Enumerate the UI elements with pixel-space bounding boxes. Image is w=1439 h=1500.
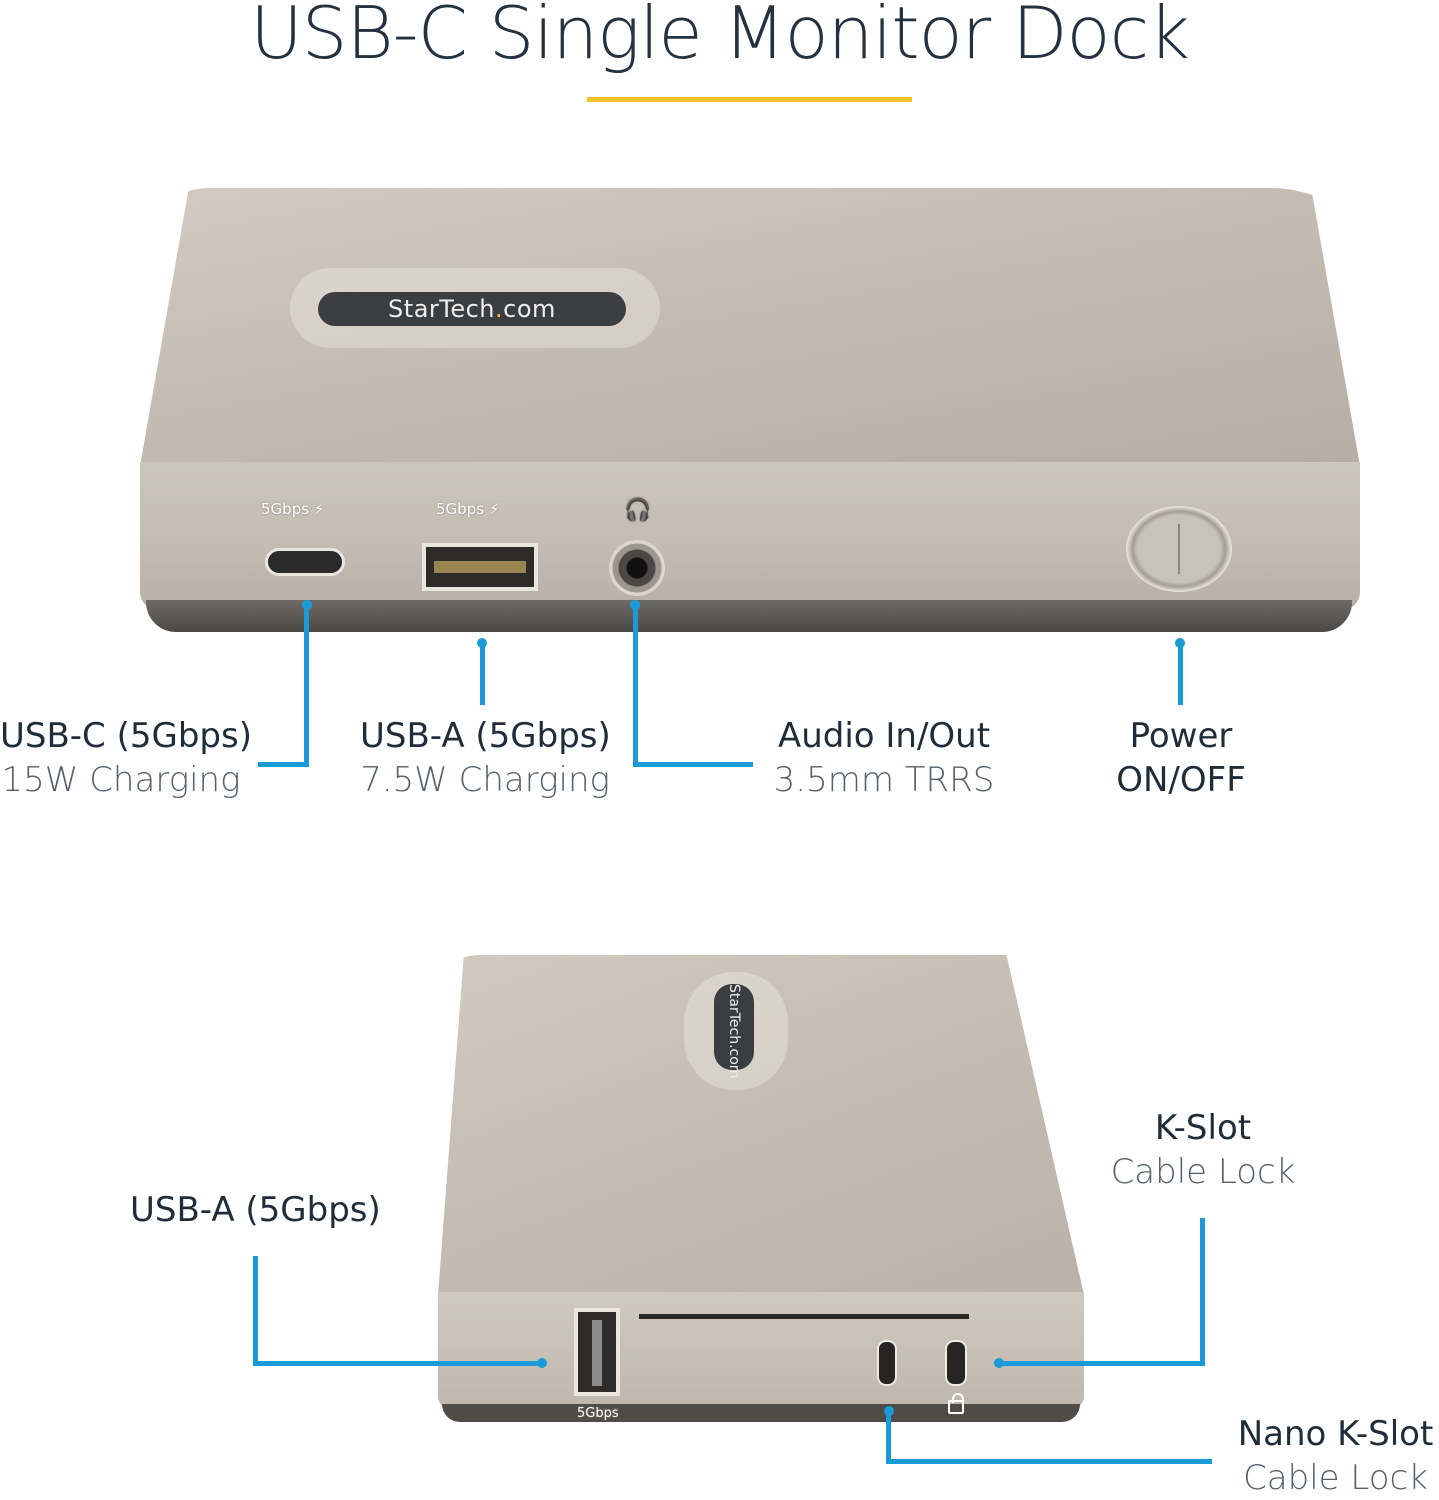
callout-subtitle: Cable Lock (1110, 1152, 1296, 1192)
audio-jack (609, 540, 665, 596)
dock-top-surface (438, 955, 1084, 1295)
page-title: USB-C Single Monitor Dock (250, 0, 1190, 75)
usbc-port (265, 548, 345, 576)
callout-title: USB-A (5Gbps) (360, 716, 611, 756)
callout-power: Power ON/OFF (1090, 714, 1272, 802)
callout-subtitle: 15W Charging (1, 760, 241, 800)
callout-nano-kslot: Nano K-Slot Cable Lock (1232, 1412, 1439, 1500)
nano-kslot (877, 1340, 897, 1386)
callout-line (480, 643, 485, 705)
callout-subtitle: 3.5mm TRRS (773, 760, 995, 800)
dock-base (442, 1404, 1080, 1422)
card-slot (639, 1314, 969, 1319)
usba-port (574, 1308, 620, 1396)
headphone-icon: 🎧 (624, 498, 652, 523)
lock-icon (948, 1393, 964, 1414)
callout-title: Nano K-Slot (1237, 1414, 1434, 1454)
callout-line (633, 762, 753, 767)
usba-speed-label: 5Gbps (577, 1406, 619, 1421)
callout-line (886, 1411, 891, 1464)
battery-icon: ⚡ (313, 500, 325, 518)
battery-icon: ⚡ (488, 500, 500, 518)
callout-line (633, 605, 638, 767)
callout-kslot: K-Slot Cable Lock (1100, 1106, 1306, 1194)
callout-title: Power (1129, 716, 1233, 756)
callout-title: USB-C (5Gbps) (0, 716, 252, 756)
power-button (1126, 506, 1232, 592)
dock-base (146, 600, 1352, 632)
dock-top-surface (140, 188, 1360, 466)
logo-text-suffix: com (503, 295, 556, 323)
callout-title: USB-A (5Gbps) (130, 1190, 381, 1230)
logo-dot: . (495, 295, 504, 323)
usbc-speed-label: 5Gbps ⚡ (261, 500, 325, 518)
logo-text: StarTech (388, 295, 496, 323)
brand-logo: StarTech.com (318, 292, 626, 326)
callout-line (253, 1256, 258, 1366)
callout-line (1200, 1218, 1205, 1366)
callout-subtitle: ON/OFF (1116, 760, 1246, 800)
title-underline (587, 97, 912, 102)
callout-dot (537, 1358, 547, 1368)
callout-title: Audio In/Out (777, 716, 991, 756)
callout-line (886, 1459, 1212, 1464)
usba-speed-label: 5Gbps ⚡ (436, 500, 500, 518)
callout-line (258, 762, 309, 767)
usba-port (422, 543, 538, 591)
callout-line (253, 1361, 541, 1366)
callout-line (1000, 1361, 1205, 1366)
callout-line (304, 605, 309, 767)
callout-dot (994, 1358, 1004, 1368)
callout-title: K-Slot (1154, 1108, 1252, 1148)
callout-subtitle: Cable Lock (1243, 1458, 1428, 1498)
callout-usba: USB-A (5Gbps) 7.5W Charging (360, 714, 611, 802)
dock-side-panel (438, 1292, 1084, 1410)
callout-audio: Audio In/Out 3.5mm TRRS (770, 714, 998, 802)
callout-line (1178, 643, 1183, 705)
callout-usba-side: USB-A (5Gbps) (130, 1188, 381, 1232)
callout-usbc: USB-C (5Gbps) 15W Charging (0, 714, 252, 802)
brand-logo: StarTech.com (714, 984, 754, 1078)
callout-subtitle: 7.5W Charging (360, 760, 610, 800)
kslot (945, 1340, 967, 1386)
